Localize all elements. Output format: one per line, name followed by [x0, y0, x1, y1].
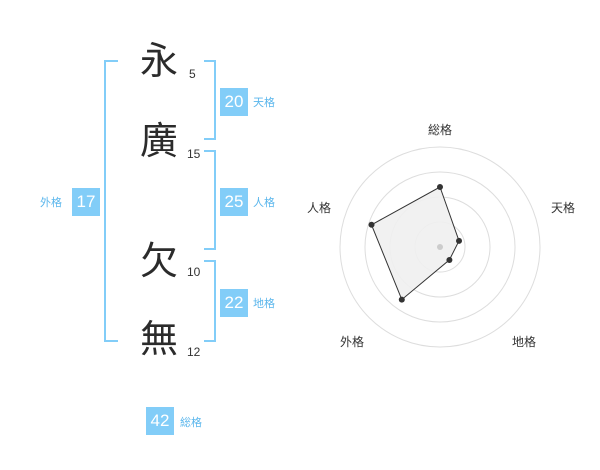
name-char-3: 欠	[140, 239, 179, 283]
radar-point-4	[398, 296, 405, 303]
chikaku-badge: 22	[220, 289, 248, 317]
stroke-count-2: 15	[187, 147, 201, 161]
tenkaku-bracket	[204, 60, 216, 140]
gaikaku-badge: 17	[72, 188, 100, 216]
radar-axis-label-tenkaku: 天格	[551, 200, 575, 215]
radar-point-3	[446, 256, 453, 263]
gaikaku-bracket	[104, 60, 118, 342]
jinkaku-badge: 25	[220, 188, 248, 216]
name-char-4: 無	[140, 317, 179, 361]
soukaku-badge: 42	[146, 407, 174, 435]
radar-axis-label-gaikaku: 外格	[340, 334, 364, 349]
chikaku-bracket	[204, 260, 216, 342]
jinkaku-bracket	[204, 150, 216, 250]
radar-ring	[339, 146, 541, 348]
stroke-count-3: 10	[187, 265, 201, 279]
radar-point-5	[368, 221, 375, 228]
jinkaku-label: 人格	[253, 196, 275, 209]
radar-axis-label-soukaku: 総格	[428, 122, 452, 137]
radar-center	[437, 244, 443, 250]
radar-points	[368, 184, 463, 303]
soukaku-label: 総格	[180, 416, 202, 429]
tenkaku-label: 天格	[253, 96, 275, 109]
chikaku-label: 地格	[253, 297, 275, 310]
stroke-count-1: 5	[189, 67, 196, 81]
radar-point-1	[437, 184, 443, 190]
radar-shape	[370, 186, 460, 301]
radar-ring	[364, 171, 516, 323]
name-char-2: 廣	[140, 119, 179, 163]
radar-point-2	[456, 237, 463, 244]
gaikaku-label: 外格	[40, 196, 62, 209]
radar-axis-label-chikaku: 地格	[512, 334, 536, 349]
radar-axis-label-jinkaku: 人格	[307, 200, 331, 215]
stroke-count-4: 12	[187, 345, 201, 359]
name-char-1: 永	[140, 39, 179, 83]
tenkaku-badge: 20	[220, 88, 248, 116]
